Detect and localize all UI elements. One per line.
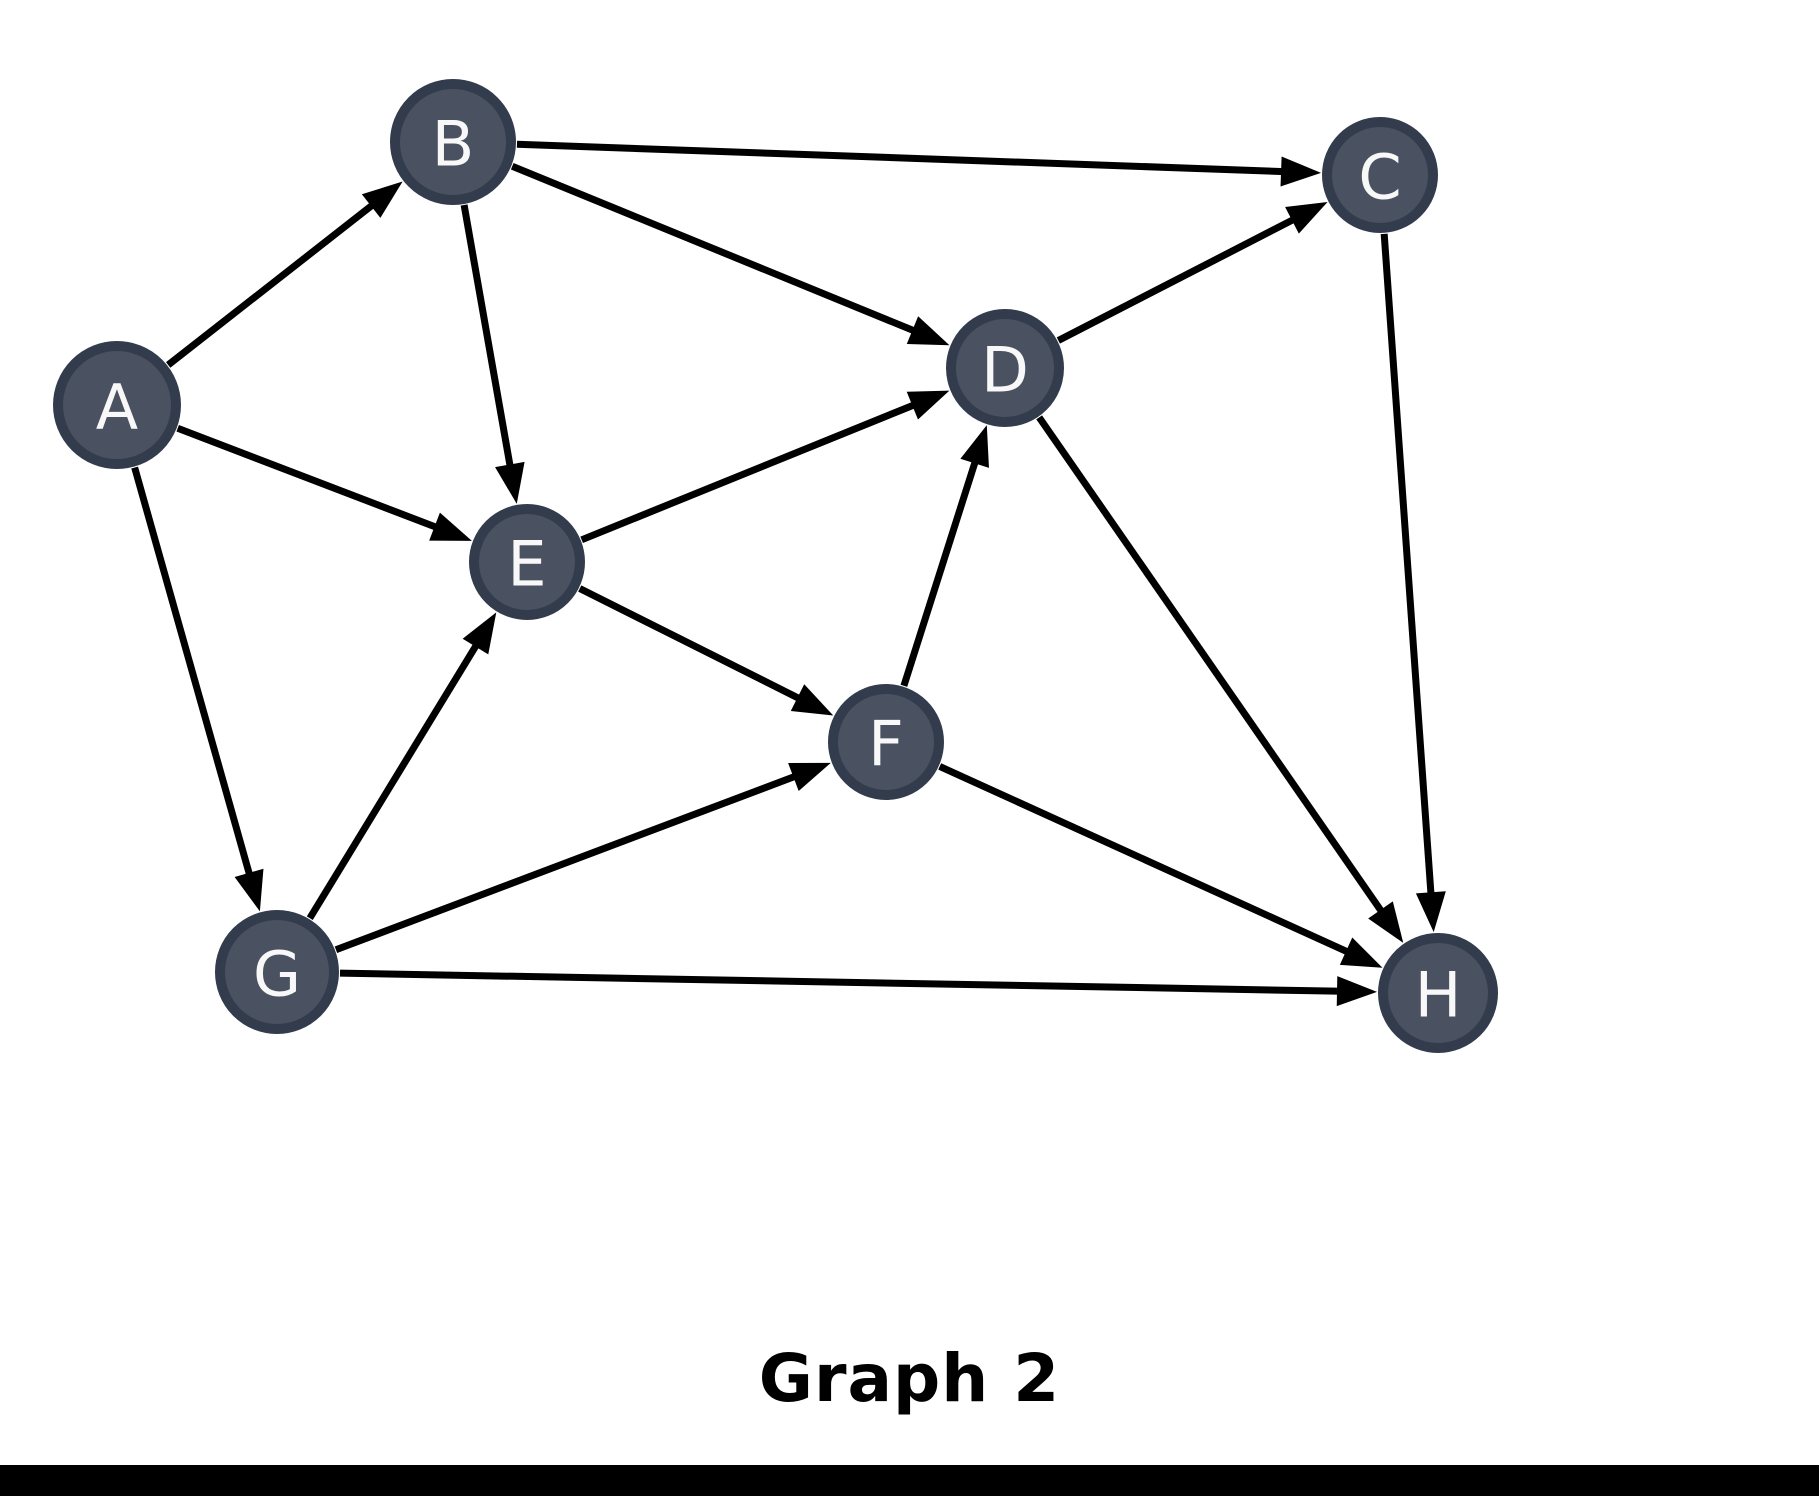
graph-edge-a-g xyxy=(131,466,255,880)
graph-edge-d-h xyxy=(1036,415,1387,917)
figure-caption: Graph 2 xyxy=(758,1340,1061,1417)
node-label-f: F xyxy=(868,708,904,781)
bottom-black-bar xyxy=(0,1465,1819,1496)
graph-node-a[interactable]: A xyxy=(53,341,181,469)
graph-edge-d-c xyxy=(1056,214,1299,344)
graph-node-f[interactable]: F xyxy=(828,684,944,800)
edges-layer xyxy=(131,140,1446,1007)
arrowhead-f-h xyxy=(1339,937,1383,968)
arrowhead-g-e xyxy=(462,612,497,655)
graph-node-d[interactable]: D xyxy=(946,309,1064,427)
node-circle-e[interactable] xyxy=(469,504,585,620)
graph-edge-g-h xyxy=(339,969,1344,995)
node-circle-h[interactable] xyxy=(1378,933,1498,1053)
node-label-c: C xyxy=(1358,141,1401,214)
node-label-d: D xyxy=(981,334,1029,407)
arrowhead-b-d xyxy=(906,316,950,346)
graph-edge-a-e xyxy=(176,424,442,533)
node-label-b: B xyxy=(432,108,475,181)
graph-node-g[interactable]: G xyxy=(215,910,339,1034)
graph-node-e[interactable]: E xyxy=(469,504,585,620)
arrowhead-f-d xyxy=(960,425,989,468)
arrowhead-e-f xyxy=(790,684,834,716)
arrowhead-c-h xyxy=(1415,891,1446,933)
graph-edge-c-h xyxy=(1380,233,1435,899)
graph-edge-e-f xyxy=(578,585,805,704)
arrowhead-g-h xyxy=(1336,976,1378,1007)
arrowhead-b-c xyxy=(1280,156,1322,187)
graph-edge-b-d xyxy=(510,163,920,336)
arrowhead-g-f xyxy=(788,762,831,792)
graph-node-c[interactable]: C xyxy=(1322,117,1438,233)
arrowhead-d-h xyxy=(1368,901,1404,943)
graph-edge-a-b xyxy=(166,199,378,368)
node-circle-g[interactable] xyxy=(215,910,339,1034)
node-label-h: H xyxy=(1415,959,1462,1032)
arrowhead-a-e xyxy=(429,512,472,541)
graph-edge-g-e xyxy=(306,639,482,921)
arrowhead-d-c xyxy=(1285,201,1328,234)
graph-edge-b-e xyxy=(460,204,515,472)
node-circle-d[interactable] xyxy=(946,309,1064,427)
graph-edge-e-d xyxy=(580,400,920,544)
nodes-layer: A B C D E F G H xyxy=(53,79,1498,1053)
node-circle-c[interactable] xyxy=(1322,117,1438,233)
graph-node-h[interactable]: H xyxy=(1378,933,1498,1053)
arrowhead-a-b xyxy=(361,181,403,218)
graph-node-b[interactable]: B xyxy=(390,79,516,205)
node-label-g: G xyxy=(253,938,301,1011)
graph-edge-b-c xyxy=(516,140,1288,176)
graph-edge-f-d xyxy=(900,456,980,687)
arrowhead-a-g xyxy=(234,868,264,912)
arrowhead-e-d xyxy=(906,390,950,420)
graph-edge-f-h xyxy=(938,763,1353,957)
node-circle-b[interactable] xyxy=(390,79,516,205)
node-circle-a[interactable] xyxy=(53,341,181,469)
node-circle-f[interactable] xyxy=(828,684,944,800)
node-label-a: A xyxy=(96,371,138,444)
arrowhead-b-e xyxy=(495,461,525,504)
node-label-e: E xyxy=(507,528,546,601)
graph-edge-g-f xyxy=(334,771,801,954)
